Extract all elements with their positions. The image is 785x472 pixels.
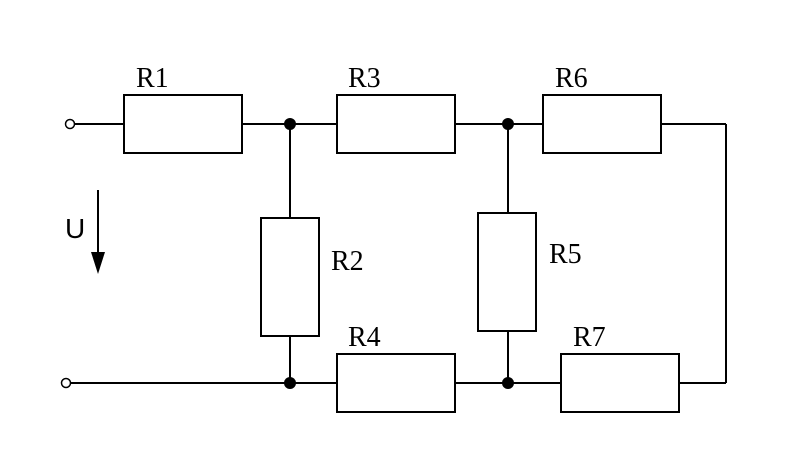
resistor-r5: R5 <box>477 212 582 332</box>
resistor-r6: R6 <box>542 63 662 154</box>
input-terminals <box>60 118 76 389</box>
terminal-top <box>64 118 76 130</box>
junction-node-top-left <box>284 118 296 130</box>
voltage-label: U <box>65 213 85 244</box>
resistor-r4: R4 <box>336 322 456 413</box>
junction-node-bottom-right <box>502 377 514 389</box>
resistor-r5-body <box>477 212 537 332</box>
resistor-r5-label: R5 <box>549 239 582 270</box>
resistor-r2: R2 <box>260 217 364 337</box>
resistor-r4-label: R4 <box>348 322 381 353</box>
resistor-r7: R7 <box>560 322 680 413</box>
terminal-bottom <box>60 377 72 389</box>
resistor-r3-label: R3 <box>348 63 381 94</box>
voltage-indicator: U <box>65 190 105 274</box>
resistor-r3-body <box>336 94 456 154</box>
resistor-r2-label: R2 <box>331 246 364 277</box>
resistor-r6-label: R6 <box>555 63 588 94</box>
resistor-r3: R3 <box>336 63 456 154</box>
wires <box>70 123 727 384</box>
resistor-r7-label: R7 <box>573 322 606 353</box>
resistor-r4-body <box>336 353 456 413</box>
resistor-r1-label: R1 <box>136 63 169 94</box>
junction-nodes <box>284 118 514 389</box>
junction-node-top-right <box>502 118 514 130</box>
resistor-r6-body <box>542 94 662 154</box>
resistor-r1: R1 <box>123 63 243 154</box>
junction-node-bottom-left <box>284 377 296 389</box>
resistor-r1-body <box>123 94 243 154</box>
resistor-r7-body <box>560 353 680 413</box>
voltage-arrow-head-icon <box>91 252 105 274</box>
resistor-r2-body <box>260 217 320 337</box>
